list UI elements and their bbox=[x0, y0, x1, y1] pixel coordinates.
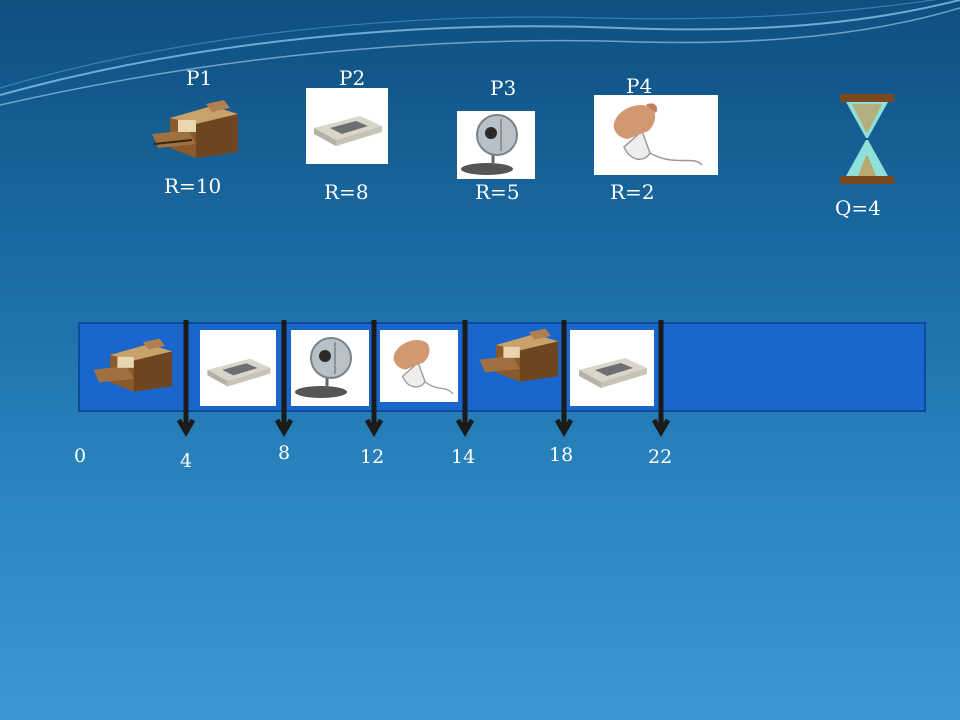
process-label-p3: R=5 bbox=[475, 180, 520, 204]
mouse-icon bbox=[393, 339, 454, 395]
tick-label: 18 bbox=[549, 444, 574, 466]
tick-label: 14 bbox=[451, 446, 476, 468]
process-name-p4: P4 bbox=[626, 74, 653, 98]
tick-label: 4 bbox=[180, 450, 193, 472]
scanner-image-box bbox=[306, 88, 388, 164]
timeline-slot-scanner-1 bbox=[200, 330, 276, 406]
webcam-image-box bbox=[457, 111, 535, 179]
mouse-icon bbox=[613, 103, 703, 166]
tick-label: 0 bbox=[74, 445, 87, 467]
process-name-p1: P1 bbox=[186, 66, 213, 90]
process-label-p1: R=10 bbox=[164, 174, 222, 198]
tick-label: 8 bbox=[278, 442, 291, 464]
time-arrow bbox=[456, 320, 474, 437]
timeline-slot-webcam bbox=[291, 330, 369, 406]
process-name-p2: P2 bbox=[339, 66, 366, 90]
scanner-icon bbox=[579, 358, 647, 388]
webcam-icon bbox=[295, 337, 352, 398]
printer-icon bbox=[479, 328, 559, 382]
process-name-p3: P3 bbox=[490, 76, 517, 100]
decorative-wave bbox=[0, 0, 960, 106]
quantum-label: Q=4 bbox=[835, 196, 881, 220]
timeline-slot-scanner-2 bbox=[570, 330, 654, 406]
webcam-icon bbox=[461, 114, 518, 175]
time-arrow bbox=[365, 320, 383, 437]
time-arrow bbox=[275, 320, 293, 437]
process-label-p4: R=2 bbox=[610, 180, 655, 204]
mouse-image-box bbox=[594, 95, 718, 175]
tick-label: 12 bbox=[360, 446, 385, 468]
scanner-icon bbox=[314, 116, 382, 146]
tick-label: 22 bbox=[648, 446, 673, 468]
printer-icon bbox=[93, 338, 173, 392]
process-label-p2: R=8 bbox=[324, 180, 369, 204]
hourglass-icon bbox=[840, 94, 894, 184]
time-arrow bbox=[652, 320, 670, 437]
time-arrow bbox=[177, 320, 195, 437]
timeline-slot-mouse bbox=[380, 330, 458, 402]
scanner-icon bbox=[207, 358, 271, 387]
time-arrow bbox=[555, 320, 573, 437]
printer-icon bbox=[152, 100, 238, 158]
